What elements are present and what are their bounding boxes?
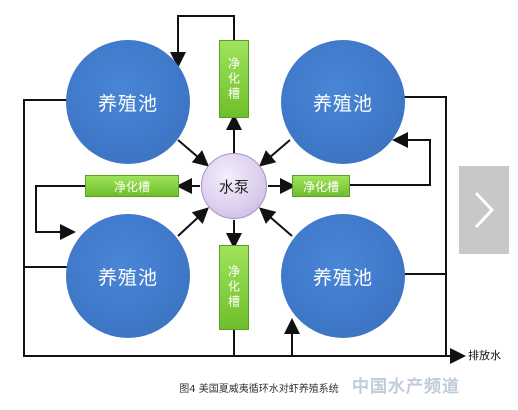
pond-bottom-left: 养殖池 <box>66 214 190 338</box>
pond-top-right: 养殖池 <box>281 40 405 164</box>
pond-bottom-right: 养殖池 <box>281 214 405 338</box>
filter-bottom: 净化槽 <box>219 245 249 330</box>
watermark-logo: 中国水产频道 <box>352 377 460 397</box>
bottom-filter-loop <box>233 318 300 357</box>
inflow-top-left <box>177 139 210 167</box>
figure-caption: 图4 美国夏威夷循环水对虾养殖系统 <box>179 384 339 395</box>
drain-label: 排放水 <box>468 349 501 362</box>
inflow-bottom-left <box>177 207 209 237</box>
chevron-right-icon <box>474 191 495 229</box>
drain-line-right <box>403 96 447 356</box>
next-button[interactable] <box>459 166 509 254</box>
filter-left: 净化槽 <box>85 175 179 197</box>
right-filter-loop <box>348 132 431 186</box>
inflow-top-right <box>258 139 291 167</box>
pond-top-left: 养殖池 <box>66 40 190 164</box>
top-filter-loop <box>170 15 235 68</box>
inflow-bottom-right <box>258 207 293 237</box>
water-pump: 水泵 <box>201 153 267 219</box>
filter-right: 净化槽 <box>292 175 350 197</box>
filter-top: 净化槽 <box>219 40 249 118</box>
left-filter-loop <box>35 185 85 240</box>
